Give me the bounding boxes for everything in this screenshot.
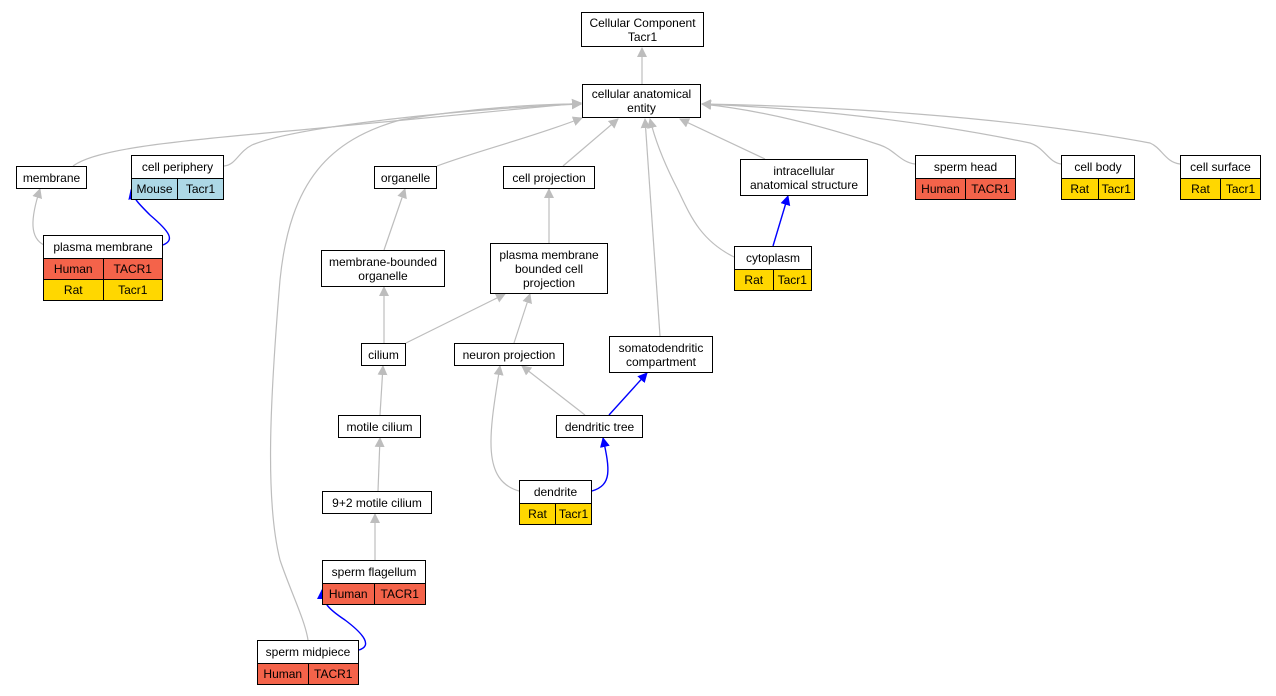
node-label: sperm flagellum — [331, 565, 417, 579]
species-cell: Human — [263, 667, 303, 681]
node-label: Cellular Component Tacr1 — [589, 15, 696, 44]
node-sperm-head[interactable]: sperm head Human TACR1 — [915, 155, 1016, 200]
species-cell: Rat — [744, 273, 764, 287]
gene-cell: Tacr1 — [102, 280, 163, 300]
gene-cell: TACR1 — [373, 584, 426, 604]
species-cell: Mouse — [136, 182, 173, 196]
node-label: plasma membrane — [53, 240, 153, 254]
gene-cell: Tacr1 — [772, 270, 812, 290]
node-cellular-component[interactable]: Cellular Component Tacr1 — [581, 12, 704, 47]
node-label: cilium — [368, 347, 399, 362]
node-label: plasma membrane bounded cell projection — [499, 247, 599, 290]
annotation-row: Rat Tacr1 — [520, 503, 591, 524]
node-dendritic-tree[interactable]: dendritic tree — [556, 415, 643, 438]
node-label: 9+2 motile cilium — [332, 495, 422, 510]
gene-cell: TACR1 — [102, 259, 163, 279]
species-cell: Human — [921, 182, 960, 196]
annotation-row: Human TACR1 — [916, 178, 1015, 199]
node-neuron-projection[interactable]: neuron projection — [454, 343, 564, 366]
node-plasma-membrane-bounded-cell-projection[interactable]: plasma membrane bounded cell projection — [490, 243, 608, 294]
species-cell: Rat — [1070, 182, 1090, 196]
species-cell: Human — [328, 587, 368, 601]
node-label: sperm midpiece — [265, 645, 351, 659]
node-label: cell periphery — [141, 160, 214, 174]
edge-cell_surface-to-cae — [701, 99, 1181, 165]
node-sperm-flagellum[interactable]: sperm flagellum Human TACR1 — [322, 560, 426, 605]
gene-cell: Tacr1 — [555, 504, 591, 524]
species-cell: Rat — [528, 507, 547, 521]
edge-sperm_head-to-cae — [701, 99, 916, 165]
edge-cytoplasm-to-intracellular — [772, 195, 791, 247]
node-intracellular-anatomical-structure[interactable]: intracellular anatomical structure — [740, 159, 868, 196]
node-label: cell projection — [512, 170, 586, 185]
annotation-row: Rat Tacr1 — [1062, 178, 1134, 199]
node-label: somatodendritic compartment — [618, 340, 704, 369]
species-cell: Rat — [63, 283, 83, 297]
node-dendrite[interactable]: dendrite Rat Tacr1 — [519, 480, 592, 525]
edge-dendrite-to-dendritic_tree — [591, 437, 610, 492]
node-cell-periphery[interactable]: cell periphery Mouse Tacr1 — [131, 155, 224, 200]
gene-cell: Tacr1 — [1097, 179, 1135, 199]
gene-cell: TACR1 — [965, 179, 1015, 199]
node-cellular-anatomical-entity[interactable]: cellular anatomical entity — [582, 84, 701, 118]
edge-neuron_projection-to-pm_bounded_cell_projection — [513, 293, 532, 344]
edge-cytoplasm-to-cae — [647, 118, 735, 258]
annotation-row: Rat Tacr1 — [44, 279, 162, 300]
edge-membrane-to-cae — [72, 98, 582, 167]
node-label: cell body — [1074, 160, 1122, 174]
node-label: dendritic tree — [564, 419, 635, 434]
annotation-row: Human TACR1 — [323, 583, 425, 604]
node-label: dendrite — [533, 485, 578, 499]
node-membrane[interactable]: membrane — [16, 166, 87, 189]
annotation-row: Human TACR1 — [44, 258, 162, 279]
edge-plasma_membrane-to-membrane — [32, 188, 45, 246]
node-cell-projection[interactable]: cell projection — [503, 166, 595, 189]
node-label: cell surface — [1190, 160, 1251, 174]
node-somatodendritic-compartment[interactable]: somatodendritic compartment — [609, 336, 713, 373]
node-label: cytoplasm — [745, 251, 801, 265]
species-cell: Rat — [1191, 182, 1210, 196]
node-label: membrane-bounded organelle — [328, 254, 438, 283]
node-sperm-midpiece[interactable]: sperm midpiece Human TACR1 — [257, 640, 359, 685]
edge-organelle-to-cae — [436, 116, 583, 167]
edge-sperm_midpiece-to-cae — [269, 99, 582, 641]
node-label: intracellular anatomical structure — [749, 163, 859, 192]
edge-cell_periphery-to-cae — [223, 99, 582, 167]
node-cell-body[interactable]: cell body Rat Tacr1 — [1061, 155, 1135, 200]
gene-cell: Tacr1 — [1220, 179, 1260, 199]
edge-dendrite-to-neuron_projection — [490, 365, 520, 492]
edge-cell_body-to-cae — [701, 99, 1062, 165]
node-motile-cilium[interactable]: motile cilium — [338, 415, 421, 438]
species-cell: Human — [53, 262, 93, 276]
node-label: cellular anatomical entity — [591, 87, 692, 115]
edge-membrane_bounded_organelle-to-organelle — [383, 188, 407, 251]
annotation-row: Mouse Tacr1 — [132, 178, 223, 199]
node-label: motile cilium — [346, 419, 413, 434]
edge-somatodendritic-to-cae — [640, 118, 661, 337]
annotation-row: Rat Tacr1 — [1181, 178, 1260, 199]
node-9-2-motile-cilium[interactable]: 9+2 motile cilium — [322, 491, 432, 514]
node-plasma-membrane[interactable]: plasma membrane Human TACR1 Rat Tacr1 — [43, 235, 163, 301]
node-label: sperm head — [933, 160, 998, 174]
edge-nine_two_motile_cilium-to-motile_cilium — [374, 437, 385, 492]
node-cell-surface[interactable]: cell surface Rat Tacr1 — [1180, 155, 1261, 200]
node-label: neuron projection — [462, 347, 556, 362]
node-membrane-bounded-organelle[interactable]: membrane-bounded organelle — [321, 250, 445, 287]
node-label: membrane — [22, 170, 81, 185]
edge-cilium-to-pm_bounded_cell_projection — [405, 293, 506, 344]
annotation-row: Human TACR1 — [258, 663, 358, 684]
node-cytoplasm[interactable]: cytoplasm Rat Tacr1 — [734, 246, 812, 291]
node-organelle[interactable]: organelle — [374, 166, 437, 189]
edge-intracellular-to-cae — [679, 118, 766, 160]
edge-cell_projection-to-cae — [562, 118, 619, 167]
gene-cell: Tacr1 — [177, 179, 223, 199]
annotation-row: Rat Tacr1 — [735, 269, 811, 290]
edge-dendritic_tree-to-somatodendritic — [608, 372, 648, 416]
node-cilium[interactable]: cilium — [361, 343, 406, 366]
edge-dendritic_tree-to-neuron_projection — [521, 365, 586, 416]
node-label: organelle — [380, 170, 431, 185]
edge-motile_cilium-to-cilium — [377, 365, 388, 416]
gene-cell: TACR1 — [307, 664, 359, 684]
